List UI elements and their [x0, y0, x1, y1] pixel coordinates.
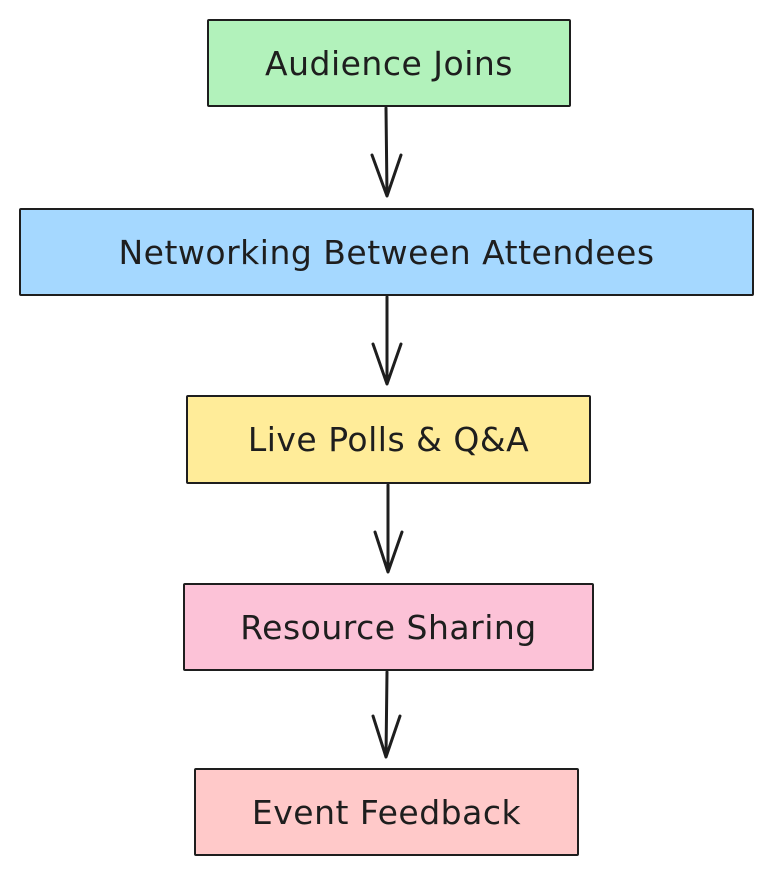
arrow-line — [384, 106, 389, 197]
edge-live-polls-to-resource-sharing — [373, 483, 404, 574]
node-label: Live Polls & Q&A — [247, 420, 530, 459]
edge-resource-sharing-to-event-feedback — [371, 670, 402, 759]
arrow-head — [371, 714, 402, 759]
arrow-head — [370, 153, 403, 198]
node-label: Resource Sharing — [240, 607, 537, 647]
node-networking: Networking Between Attendees — [19, 208, 754, 296]
arrow-head — [373, 530, 404, 574]
node-audience-joins: Audience Joins — [207, 19, 571, 107]
node-live-polls: Live Polls & Q&A — [186, 395, 591, 484]
node-label: Event Feedback — [251, 792, 522, 832]
node-event-feedback: Event Feedback — [194, 768, 579, 856]
node-resource-sharing: Resource Sharing — [183, 583, 594, 671]
arrow-line — [384, 670, 389, 758]
edge-audience-joins-to-networking — [370, 106, 403, 198]
node-label: Audience Joins — [265, 43, 513, 83]
arrow-head — [371, 342, 403, 386]
edge-networking-to-live-polls — [371, 295, 403, 386]
node-label: Networking Between Attendees — [118, 232, 655, 272]
